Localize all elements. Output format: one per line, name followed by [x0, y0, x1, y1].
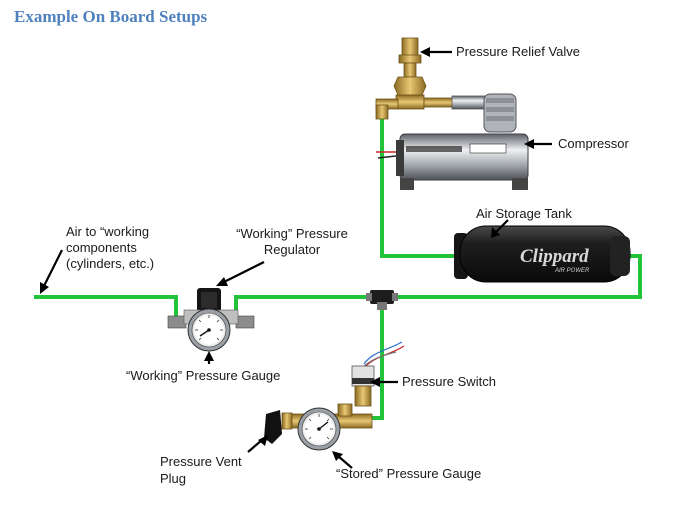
label-pressure-switch: Pressure Switch — [402, 374, 496, 389]
compressor — [376, 93, 529, 190]
page-title: Example On Board Setups — [14, 7, 208, 26]
label-pressure-vent-plug-line2: Plug — [160, 471, 186, 486]
label-stored-pressure-gauge: “Stored” Pressure Gauge — [336, 466, 481, 481]
working-pressure-gauge — [187, 308, 231, 352]
air-storage-tank: Clippard AIR POWER — [454, 225, 631, 283]
tee-fitting — [366, 290, 398, 310]
label-working-regulator-line2: Regulator — [264, 242, 321, 257]
label-pressure-relief-valve: Pressure Relief Valve — [456, 44, 580, 59]
label-compressor: Compressor — [558, 136, 629, 151]
tank-brand-subtext: AIR POWER — [554, 268, 590, 274]
label-air-storage-tank: Air Storage Tank — [476, 206, 572, 221]
stored-pressure-gauge — [297, 407, 341, 451]
tank-brand-text: Clippard — [520, 246, 589, 267]
label-pressure-vent-plug-line1: Pressure Vent — [160, 454, 242, 469]
label-working-pressure-gauge: “Working” Pressure Gauge — [126, 368, 280, 383]
label-air-to-working-line3: (cylinders, etc.) — [66, 256, 154, 271]
pressure-vent-plug — [264, 410, 293, 444]
tubing — [34, 116, 642, 420]
label-air-to-working-line2: components — [66, 240, 137, 255]
annotation-arrows — [40, 47, 552, 469]
label-air-to-working-line1: Air to “working — [66, 224, 149, 239]
pressure-switch — [351, 341, 405, 407]
label-working-regulator-line1: “Working” Pressure — [236, 226, 348, 241]
